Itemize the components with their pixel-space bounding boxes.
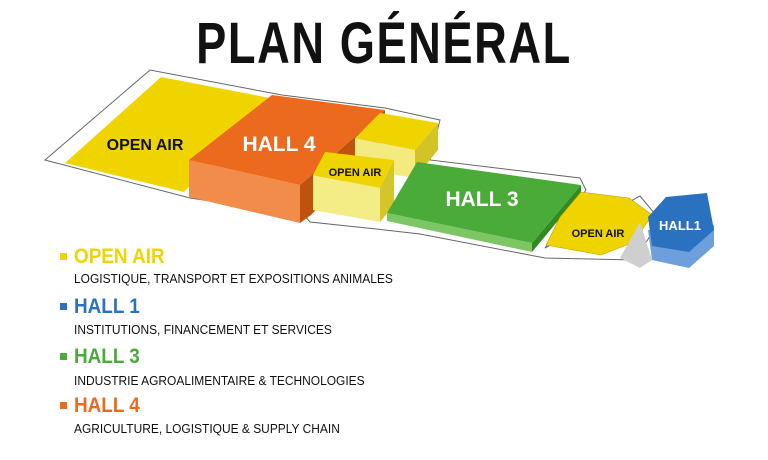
legend-item-hall1: HALL 1 INSTITUTIONS, FINANCEMENT ET SERV… (60, 295, 332, 337)
hall1-label: HALL1 (659, 218, 701, 233)
legend-item-hall4: HALL 4 AGRICULTURE, LOGISTIQUE & SUPPLY … (60, 394, 340, 436)
hall3-label: HALL 3 (445, 188, 518, 211)
open-air-right-zone[interactable] (545, 191, 653, 256)
hall1-shadow (620, 222, 652, 268)
legend-title: HALL 3 (74, 345, 140, 368)
legend-desc: AGRICULTURE, LOGISTIQUE & SUPPLY CHAIN (74, 421, 340, 436)
legend-desc: LOGISTIQUE, TRANSPORT ET EXPOSITIONS ANI… (74, 271, 393, 286)
legend-title: OPEN AIR (74, 245, 165, 268)
legend-item-hall3: HALL 3 INDUSTRIE AGROALIMENTAIRE & TECHN… (60, 345, 365, 388)
open-air-right-label: OPEN AIR (572, 228, 625, 240)
legend-title: HALL 1 (74, 295, 140, 318)
open-air-middle-label: OPEN AIR (329, 167, 382, 179)
hall3-building[interactable] (387, 162, 581, 252)
legend-title: HALL 4 (74, 394, 140, 417)
square-icon (60, 253, 67, 261)
open-air-large-label: OPEN AIR (107, 137, 184, 154)
square-icon (60, 353, 67, 361)
legend-desc: INSTITUTIONS, FINANCEMENT ET SERVICES (74, 322, 332, 337)
open-air-large-zone[interactable] (65, 77, 270, 192)
site-outline (43, 69, 661, 261)
page-title: PLAN GÉNÉRAL (196, 11, 572, 76)
open-air-middle-block[interactable] (313, 152, 394, 222)
legend-item-open-air: OPEN AIR LOGISTIQUE, TRANSPORT ET EXPOSI… (60, 245, 393, 286)
hall1-building[interactable] (648, 193, 714, 268)
square-icon (60, 303, 67, 311)
open-air-back-block[interactable] (355, 113, 438, 178)
legend-desc: INDUSTRIE AGROALIMENTAIRE & TECHNOLOGIES (74, 373, 365, 388)
hall4-label: HALL 4 (242, 133, 315, 156)
square-icon (60, 402, 67, 410)
